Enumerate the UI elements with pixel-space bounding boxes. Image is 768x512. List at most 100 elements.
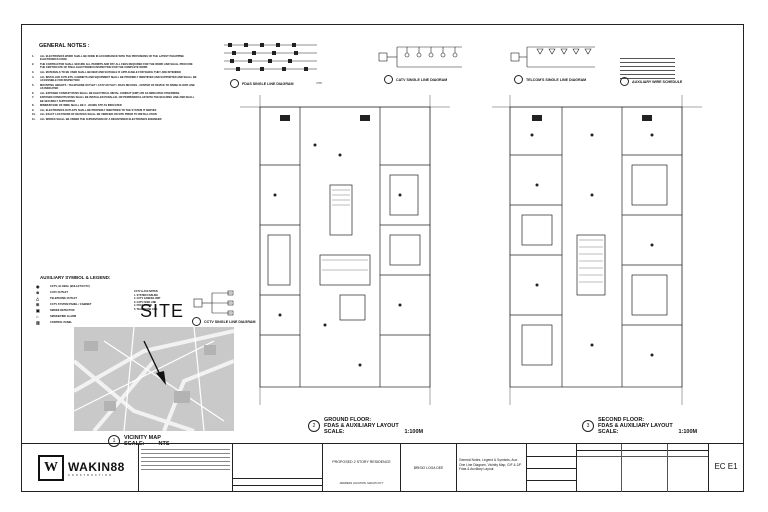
telephone-single-line-diagram	[510, 46, 595, 68]
fdas-diagram-scale: NTS	[316, 82, 322, 85]
second-floor-scale: SCALE: 1:100M	[598, 429, 697, 435]
scale-label: SCALE:	[598, 429, 619, 435]
auxiliary-note-item: 4. FDAS TRUNK	[134, 304, 153, 308]
project-location: ADDRESS LOCATION, MAKATI CITY	[339, 482, 384, 485]
general-note-number: 9.	[32, 108, 35, 112]
general-note-text: ALL MATERIALS TO BE USED SHALL BE NEW AN…	[40, 71, 181, 74]
legend-symbol-icon: ▣	[36, 307, 40, 313]
caption-circle	[620, 77, 629, 86]
ground-floor-plan	[240, 95, 450, 405]
fdas-diagram-title: FDAS SINGLE LINE DIAGRAM	[242, 81, 294, 86]
auxiliary-legend-title: AUXILIARY SYMBOL & LEGEND:	[40, 275, 111, 280]
general-note-number: 5.	[32, 83, 35, 87]
auxiliary-legend-list: ◉CCTV, GLOBAL (BULLET/CCTV)⊗CATV OUTLET△…	[36, 283, 126, 325]
catv-single-line-diagram	[378, 46, 462, 68]
project-title: PROPOSED 2 STORY RESIDENCE	[332, 460, 391, 464]
legend-symbol-icon: ▥	[36, 319, 40, 325]
general-note-item: 6.ALL EXPOSED CONDUIT RUNS SHALL BE ELEC…	[32, 92, 197, 95]
auxiliary-note-item: 2. CCTV CAMERA UNIT	[134, 297, 161, 301]
scale-value: 1:100M	[404, 429, 424, 435]
general-notes-title: GENERAL NOTES :	[39, 43, 90, 49]
general-note-number: 2.	[32, 63, 35, 66]
ground-floor-caption: 2 GROUND FLOOR: FDAS & AUXILIARY LAYOUT …	[308, 417, 423, 435]
owner-name: BRISIO LOGA DEE	[413, 466, 444, 470]
second-floor-subtitle: FDAS & AUXILIARY LAYOUT	[598, 423, 673, 429]
drawing-sheet: GENERAL NOTES : 1.ALL ELECTRONICS WORK S…	[21, 24, 744, 492]
vicinity-map-title: VICINITY MAP	[124, 435, 161, 441]
caption-circle	[514, 75, 523, 84]
general-note-text: ALL ELECTRONICS OUTLETS SHALL BE PROPERL…	[40, 108, 157, 112]
general-note-text: ALL WORKS SHALL BE UNDER THE SUPERVISION…	[40, 117, 162, 121]
general-notes-list: 1.ALL ELECTRONICS WORK SHALL BE DONE IN …	[32, 55, 197, 123]
general-note-text: MOUNTING HEIGHTS : TELEPHONE OUTLET / CA…	[40, 83, 195, 90]
legend-label: CCTV, GLOBAL (BULLET/CCTV)	[50, 284, 90, 288]
ground-floor-number: 2	[308, 420, 320, 432]
telephone-diagram-caption: TELCOM'S SINGLE LINE DIAGRAM	[514, 75, 586, 84]
legend-symbol-icon: △	[36, 295, 40, 301]
legend-item: ▣SMOKE DETECTOR	[36, 307, 126, 313]
sheet-contents: General Notes, Legend & Symbols, Aux. On…	[459, 458, 522, 472]
legend-symbol-icon: ◉	[36, 283, 40, 289]
general-note-number: 11.	[32, 117, 36, 121]
caption-circle	[230, 79, 239, 88]
telephone-diagram-title: TELCOM'S SINGLE LINE DIAGRAM	[526, 77, 587, 82]
general-note-number: 6.	[32, 91, 35, 95]
vicinity-map-number: 1	[108, 435, 120, 447]
general-note-number: 10.	[32, 113, 36, 117]
general-note-item: 10. ALL EXACT LOCATIONS OF DEVICES SHALL …	[32, 113, 197, 116]
brand-cell: W WAKIN88 CONSTRUCTION	[22, 444, 138, 492]
second-floor-number: 3	[582, 420, 594, 432]
auxiliary-notes-title: CCTV & AUX NOTES:	[134, 290, 159, 293]
vicinity-map-scale: SCALE: NTS	[124, 441, 169, 447]
general-note-number: 8.	[32, 104, 35, 108]
second-floor-caption: 3 SECOND FLOOR: FDAS & AUXILIARY LAYOUT …	[582, 417, 697, 435]
general-note-number: 4.	[32, 75, 35, 79]
fdas-single-line-diagram	[224, 43, 317, 71]
ground-floor-scale: SCALE: 1:100M	[324, 429, 423, 435]
aux-wire-schedule-lines	[620, 55, 675, 79]
general-note-item: 3. ALL MATERIALS TO BE USED SHALL BE NEW …	[32, 71, 197, 74]
sheet-number: EC E1	[714, 462, 738, 471]
legend-label: SMOKE/FIRE ALARM	[50, 314, 77, 318]
general-note-item: 7. EXPOSED CONDUITS RUNS SHALL BE INSTALL…	[32, 96, 197, 103]
general-note-item: 8. MINIMUM SIZE OF WIRE SHALL BE 2 - 22AW…	[32, 104, 197, 107]
general-note-text: EXPOSED CONDUITS RUNS SHALL BE INSTALLED…	[40, 96, 195, 103]
general-note-text: MINIMUM SIZE OF WIRE SHALL BE 2 - 22AWG …	[40, 104, 122, 108]
auxiliary-note-item: 3. CATV FEED LINE	[134, 300, 157, 304]
legend-label: TELEPHONE OUTLET	[50, 296, 77, 300]
site-label: SITE	[140, 301, 185, 321]
general-note-number: 1.	[32, 55, 35, 58]
general-note-text: ALL INSTALLED OUTLETS, CABINETS AND EQUI…	[40, 75, 197, 82]
brand-sub: CONSTRUCTION	[68, 473, 113, 477]
catv-diagram-caption: CATV SINGLE LINE DIAGRAM	[384, 75, 447, 84]
catv-diagram-title: CATV SINGLE LINE DIAGRAM	[396, 77, 448, 82]
auxiliary-note-item: 5. TELEPHONE LINE	[134, 307, 158, 311]
aux-schedule-caption: AUXILIARY WIRE SCHEDULE	[620, 77, 682, 86]
brand-logo: W	[38, 455, 64, 481]
ground-floor-subtitle: FDAS & AUXILIARY LAYOUT	[324, 423, 399, 429]
general-note-number: 3.	[32, 71, 35, 74]
second-floor-plan	[492, 95, 702, 405]
legend-item: △ TELEPHONE OUTLET	[36, 295, 126, 301]
cctv-diagram-caption: CCTV SINGLE LINE DIAGRAM	[192, 317, 256, 326]
scale-label: SCALE:	[324, 429, 345, 435]
aux-schedule-title: AUXILIARY WIRE SCHEDULE	[632, 79, 683, 84]
general-note-text: ALL EXACT LOCATIONS OF DEVICES SHALL BE …	[40, 113, 157, 117]
legend-label: CONTROL PANEL	[50, 320, 73, 324]
legend-label: CATV OUTLET	[50, 290, 68, 294]
general-note-number: 7.	[32, 96, 35, 100]
cctv-diagram-title: CCTV SINGLE LINE DIAGRAM	[204, 319, 256, 324]
brand-name: WAKIN88	[68, 459, 125, 474]
revision-table-cell	[576, 444, 708, 492]
ground-floor-title: GROUND FLOOR:	[324, 417, 372, 423]
general-note-text: THE CONTRACTOR SHALL SECURE ALL PERMITS …	[40, 63, 193, 70]
legend-item: ⌂SMOKE/FIRE ALARM	[36, 313, 126, 319]
design-info-cell	[526, 444, 576, 492]
general-note-item: 5. MOUNTING HEIGHTS : TELEPHONE OUTLET / …	[32, 84, 197, 91]
legend-item: ◉ CCTV, GLOBAL (BULLET/CCTV)	[36, 283, 126, 289]
owner-cell: BRISIO LOGA DEE	[400, 444, 456, 492]
sheet-contents-cell: General Notes, Legend & Symbols, Aux. On…	[456, 444, 526, 492]
legend-item: ⊞CCTV SYSTEM PANEL / CABINET	[36, 301, 126, 307]
caption-circle	[192, 317, 201, 326]
